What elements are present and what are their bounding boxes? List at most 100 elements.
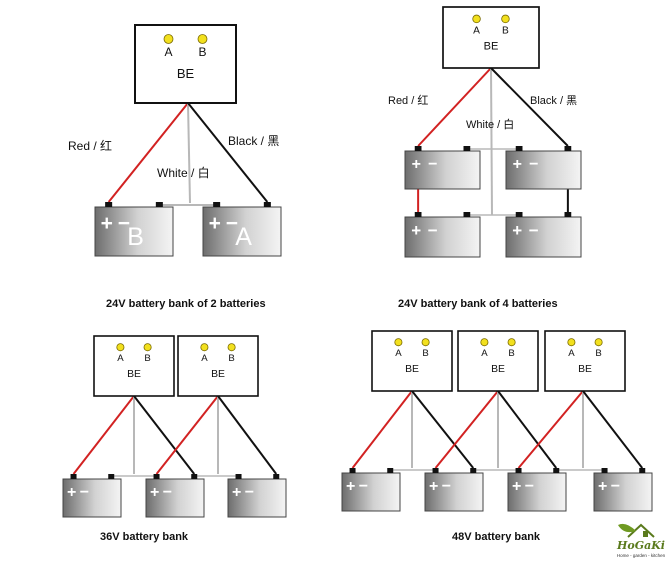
lamp-a-label: A — [117, 353, 124, 364]
battery-plus-label: + — [150, 484, 159, 501]
controller-box — [457, 330, 539, 392]
lamp-a-icon — [480, 338, 489, 347]
controller-label: BE — [211, 369, 225, 380]
battery-minus-label: − — [118, 212, 130, 235]
battery-terminal-negative — [108, 474, 115, 479]
red-wire — [155, 395, 219, 475]
battery — [341, 472, 401, 512]
red-wire — [72, 395, 135, 475]
battery — [94, 206, 174, 257]
components-layer — [62, 6, 653, 518]
battery-terminal-positive — [213, 202, 221, 207]
battery — [62, 478, 122, 518]
red-wire — [107, 102, 189, 203]
controller-label: BE — [484, 40, 499, 52]
controller-box — [134, 24, 237, 104]
lamp-a-icon — [472, 14, 481, 24]
black-wire — [490, 67, 569, 147]
logo-wordmark: HoGaKi — [617, 539, 665, 552]
series-link-wire — [193, 474, 240, 477]
battery — [404, 150, 481, 190]
caption-36v: 36V battery bank — [100, 531, 189, 543]
battery-terminal-positive — [414, 146, 422, 151]
battery-terminal-negative — [263, 202, 271, 207]
battery — [505, 150, 582, 190]
battery-terminal-positive — [515, 146, 523, 151]
battery-letter: A — [235, 223, 252, 251]
lamp-a-icon — [394, 338, 403, 347]
battery — [424, 472, 484, 512]
black-wire — [411, 390, 475, 469]
battery-plus-label: + — [101, 212, 113, 235]
lamp-b-label: B — [502, 25, 509, 36]
controller-box — [93, 335, 175, 397]
lamp-a-label: A — [568, 348, 575, 359]
lamp-a-icon — [163, 34, 174, 44]
lamp-b-icon — [501, 14, 510, 24]
battery-terminal-negative — [463, 212, 471, 217]
battery-terminal-positive — [235, 474, 242, 479]
battery-plus-label: + — [67, 484, 76, 501]
lamp-a-label: A — [201, 353, 208, 364]
battery — [145, 478, 205, 518]
battery-terminal-negative — [553, 468, 560, 473]
series-link-wire — [110, 474, 158, 477]
battery-terminal-positive — [515, 468, 522, 473]
lamp-b-label: B — [144, 353, 150, 364]
battery-plus-label: + — [411, 221, 421, 240]
battery-terminal-positive — [70, 474, 77, 479]
battery-terminal-positive — [153, 474, 160, 479]
controller-label: BE — [127, 369, 141, 380]
white-wire — [187, 102, 191, 204]
battery-minus-label: − — [442, 478, 451, 495]
black-wire-label: Black / 黑 — [530, 94, 577, 107]
controller-box — [371, 330, 453, 392]
battery — [227, 478, 287, 518]
red-wire-label: Red / 红 — [388, 94, 428, 107]
leaf-house-icon — [618, 523, 655, 538]
lamp-a-icon — [567, 338, 576, 347]
lamp-b-icon — [227, 343, 236, 352]
lamp-a-label: A — [395, 348, 402, 359]
battery-minus-label: − — [529, 221, 539, 240]
wires-layer — [72, 67, 644, 477]
controller-label: BE — [405, 364, 419, 375]
black-wire-label: Black / 黑 — [228, 134, 279, 148]
black-wire — [217, 395, 278, 475]
white-wire-label: White / 白 — [466, 117, 514, 131]
battery-terminal-positive — [515, 212, 523, 217]
battery-minus-label: − — [529, 156, 538, 173]
lamp-a-icon — [116, 343, 125, 352]
battery-terminal-negative — [564, 146, 572, 151]
series-link-wire — [466, 146, 520, 150]
battery-minus-label: − — [525, 478, 534, 495]
battery-plus-label: + — [512, 221, 522, 240]
battery-terminal-positive — [601, 468, 608, 473]
battery-plus-label: + — [346, 478, 355, 495]
battery-plus-label: + — [209, 212, 221, 235]
series-link-wire — [472, 468, 520, 471]
battery-minus-label: − — [428, 221, 438, 240]
lamp-b-icon — [507, 338, 516, 347]
lamp-b-icon — [594, 338, 603, 347]
battery-terminal-positive — [432, 468, 439, 473]
battery-plus-label: + — [512, 478, 521, 495]
lamp-b-label: B — [228, 353, 234, 364]
battery-letter: B — [127, 223, 144, 251]
controller-label: BE — [578, 364, 592, 375]
lamp-b-icon — [421, 338, 430, 347]
hogaki-logo: HoGaKi Home - garden - kitchen — [614, 517, 668, 565]
lamp-a-label: A — [164, 45, 172, 59]
lamp-a-icon — [200, 343, 209, 352]
battery — [404, 216, 481, 258]
controller-label: BE — [177, 66, 195, 81]
battery-terminal-negative — [155, 202, 163, 207]
caption-4-batteries: 24V battery bank of 4 batteries — [398, 298, 558, 310]
battery — [505, 216, 582, 258]
battery-terminal-negative — [191, 474, 198, 479]
red-wire — [417, 67, 492, 147]
battery-terminal-positive — [414, 212, 422, 217]
lamp-b-label: B — [595, 348, 601, 359]
caption-2-batteries: 24V battery bank of 2 batteries — [106, 298, 266, 310]
